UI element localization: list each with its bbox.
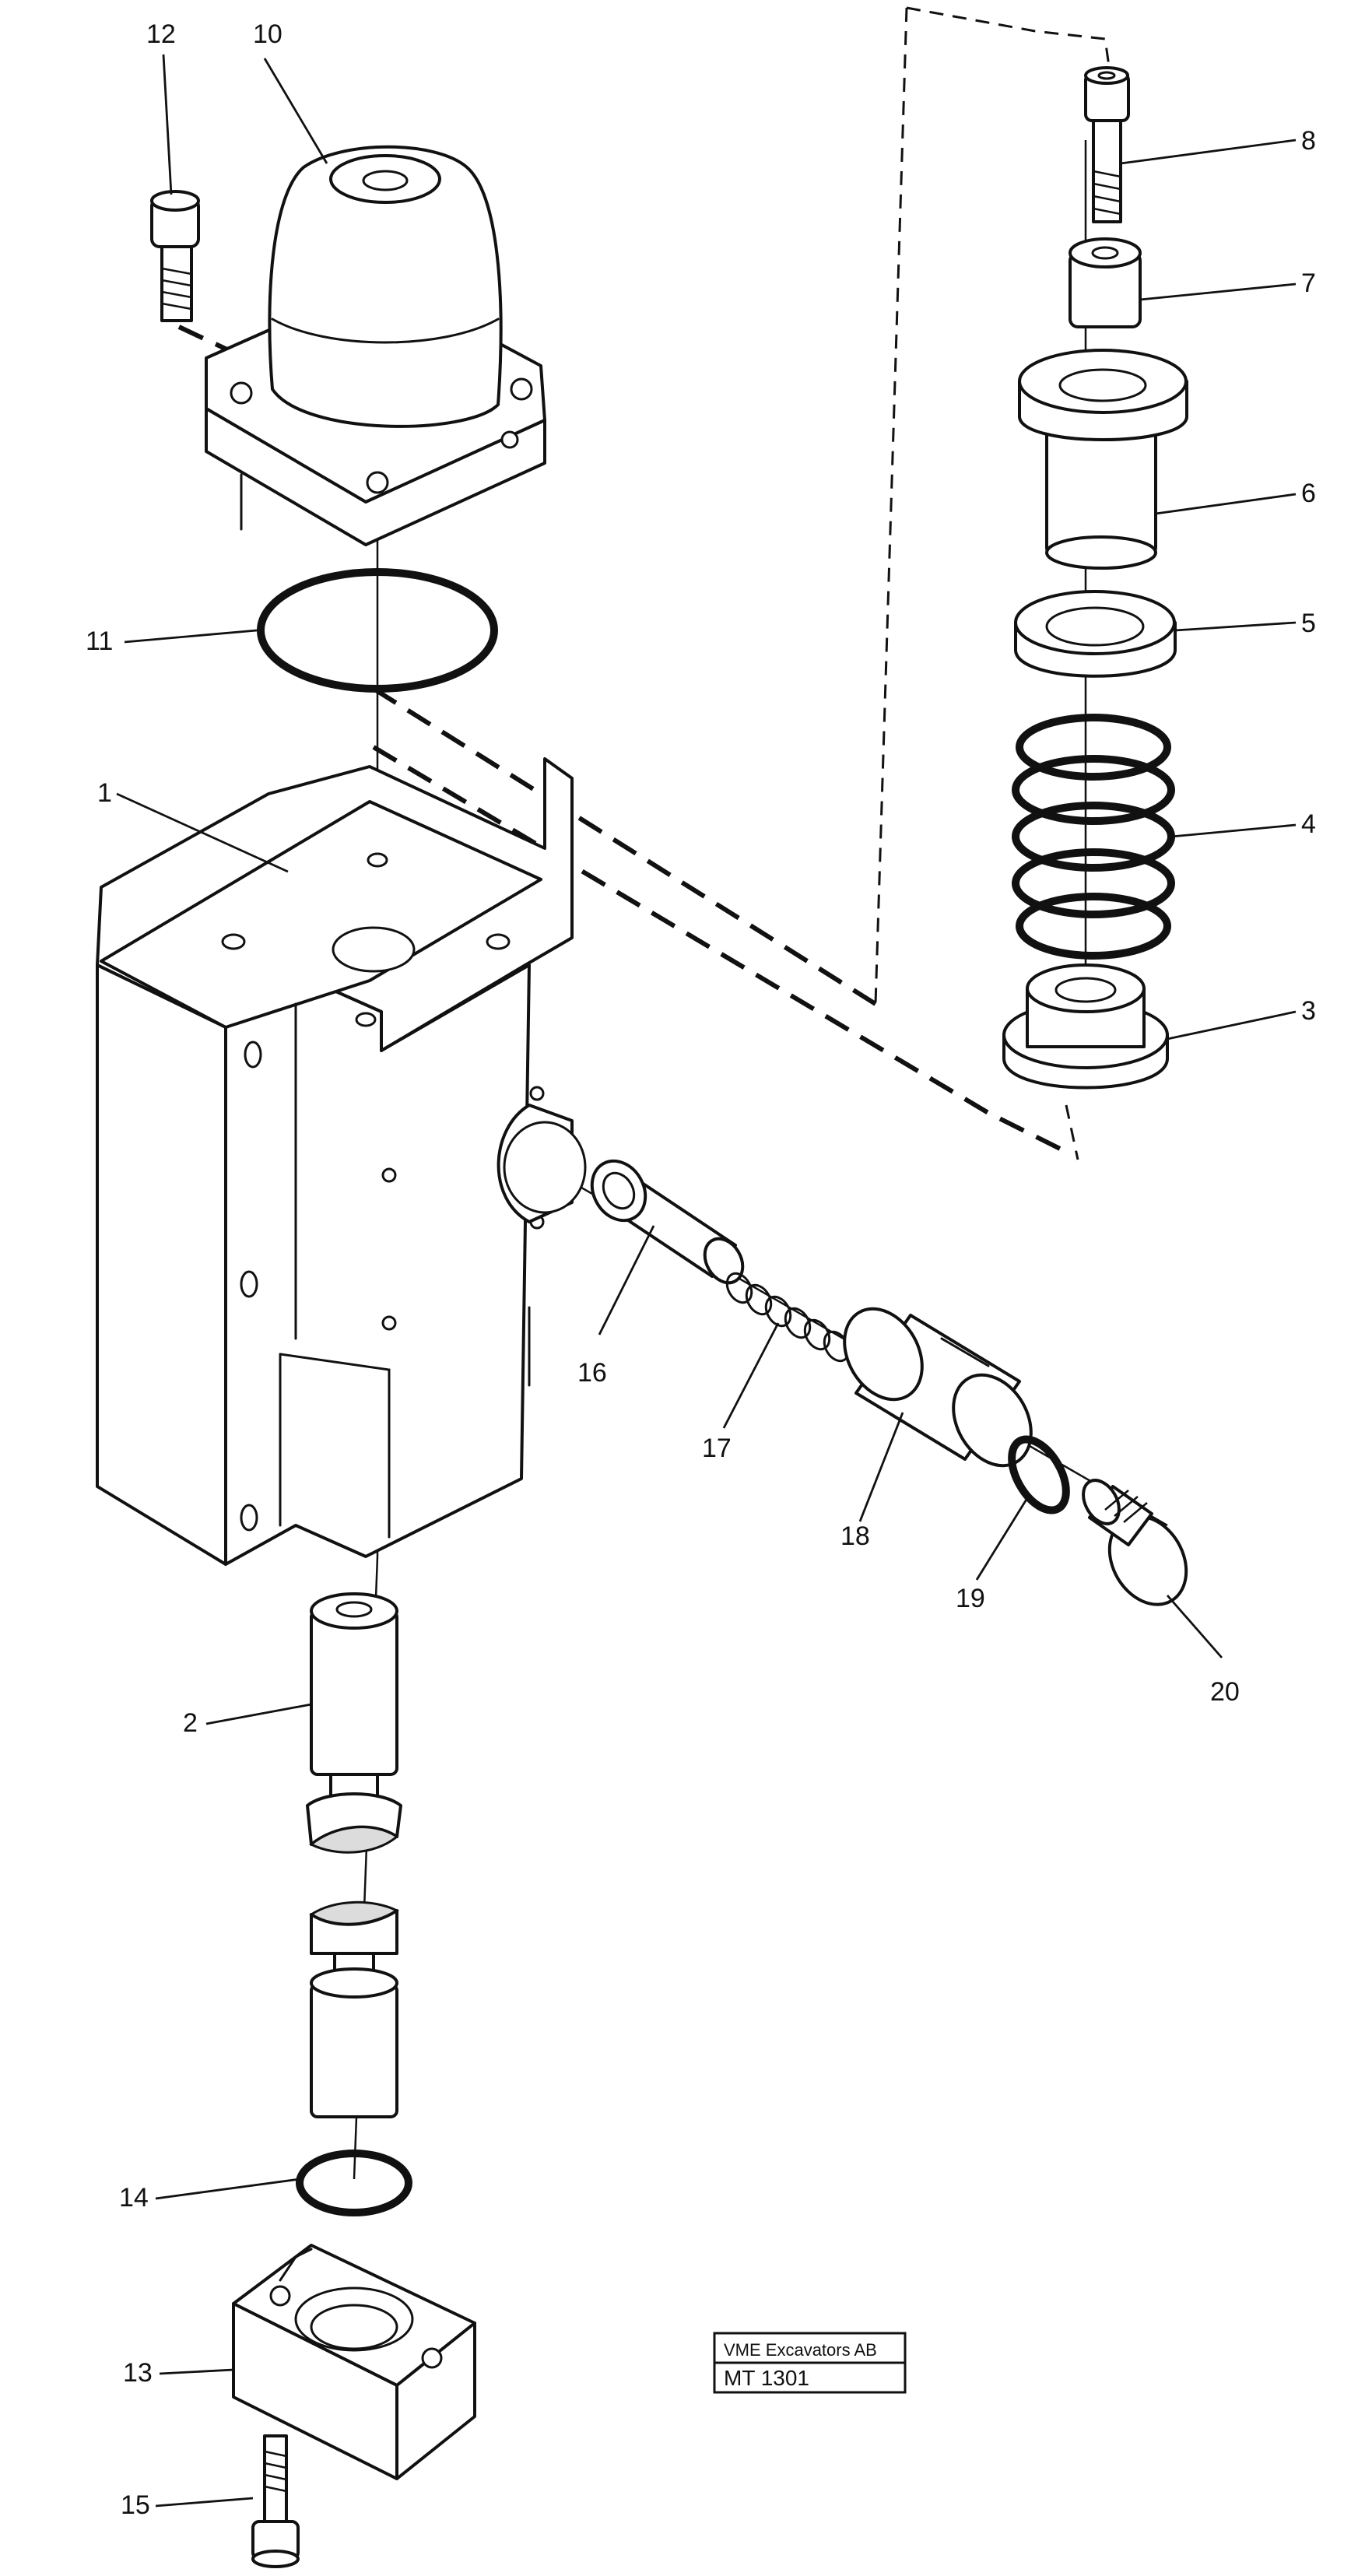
stamp-box: VME Excavators AB MT 1301 xyxy=(713,2332,907,2394)
part-13-end-cap xyxy=(232,2244,476,2480)
callout-16: 16 xyxy=(577,1358,607,1388)
callout-6: 6 xyxy=(1301,479,1316,508)
callout-13: 13 xyxy=(123,2358,153,2388)
callout-20: 20 xyxy=(1210,1677,1240,1707)
callout-2: 2 xyxy=(183,1708,198,1738)
callout-17: 17 xyxy=(702,1434,732,1463)
part-10-cover-housing xyxy=(205,145,546,546)
part-11-o-ring xyxy=(257,568,498,693)
stamp-code: MT 1301 xyxy=(724,2366,809,2390)
callout-labels: 12 10 8 7 6 5 4 3 11 1 2 14 13 15 16 17 … xyxy=(86,19,1316,2520)
part-6-flanged-sleeve xyxy=(1018,349,1188,570)
part-20-plug xyxy=(1082,1479,1188,1606)
callout-4: 4 xyxy=(1301,809,1316,839)
callout-3: 3 xyxy=(1301,996,1316,1026)
part-2-spool xyxy=(306,1592,402,2118)
part-16-sleeve xyxy=(590,1159,745,1285)
part-19-o-ring xyxy=(1008,1435,1070,1514)
callout-5: 5 xyxy=(1301,609,1316,638)
part-14-o-ring xyxy=(296,2150,412,2216)
part-15-screw xyxy=(251,2434,300,2568)
stamp-company: VME Excavators AB xyxy=(724,2340,877,2360)
part-17-spring xyxy=(725,1272,851,1363)
part-1-valve-body xyxy=(96,757,587,1566)
part-8-screw xyxy=(1084,66,1130,223)
callout-12: 12 xyxy=(146,19,176,49)
part-3-spring-seat xyxy=(1002,963,1169,1090)
callout-1: 1 xyxy=(97,778,112,808)
callout-14: 14 xyxy=(119,2183,149,2213)
callout-10: 10 xyxy=(253,19,282,49)
callout-7: 7 xyxy=(1301,268,1316,298)
callout-11: 11 xyxy=(86,626,113,656)
callout-19: 19 xyxy=(956,1584,985,1613)
part-18-piston xyxy=(843,1307,1033,1468)
leader-lines xyxy=(116,54,1297,2508)
part-5-washer xyxy=(1014,590,1177,678)
callout-8: 8 xyxy=(1301,126,1316,156)
callout-15: 15 xyxy=(121,2490,150,2520)
part-7-bushing xyxy=(1069,237,1142,328)
callout-18: 18 xyxy=(840,1521,870,1551)
part-12-cap-screw xyxy=(150,190,200,322)
part-4-spring xyxy=(1012,714,1175,960)
